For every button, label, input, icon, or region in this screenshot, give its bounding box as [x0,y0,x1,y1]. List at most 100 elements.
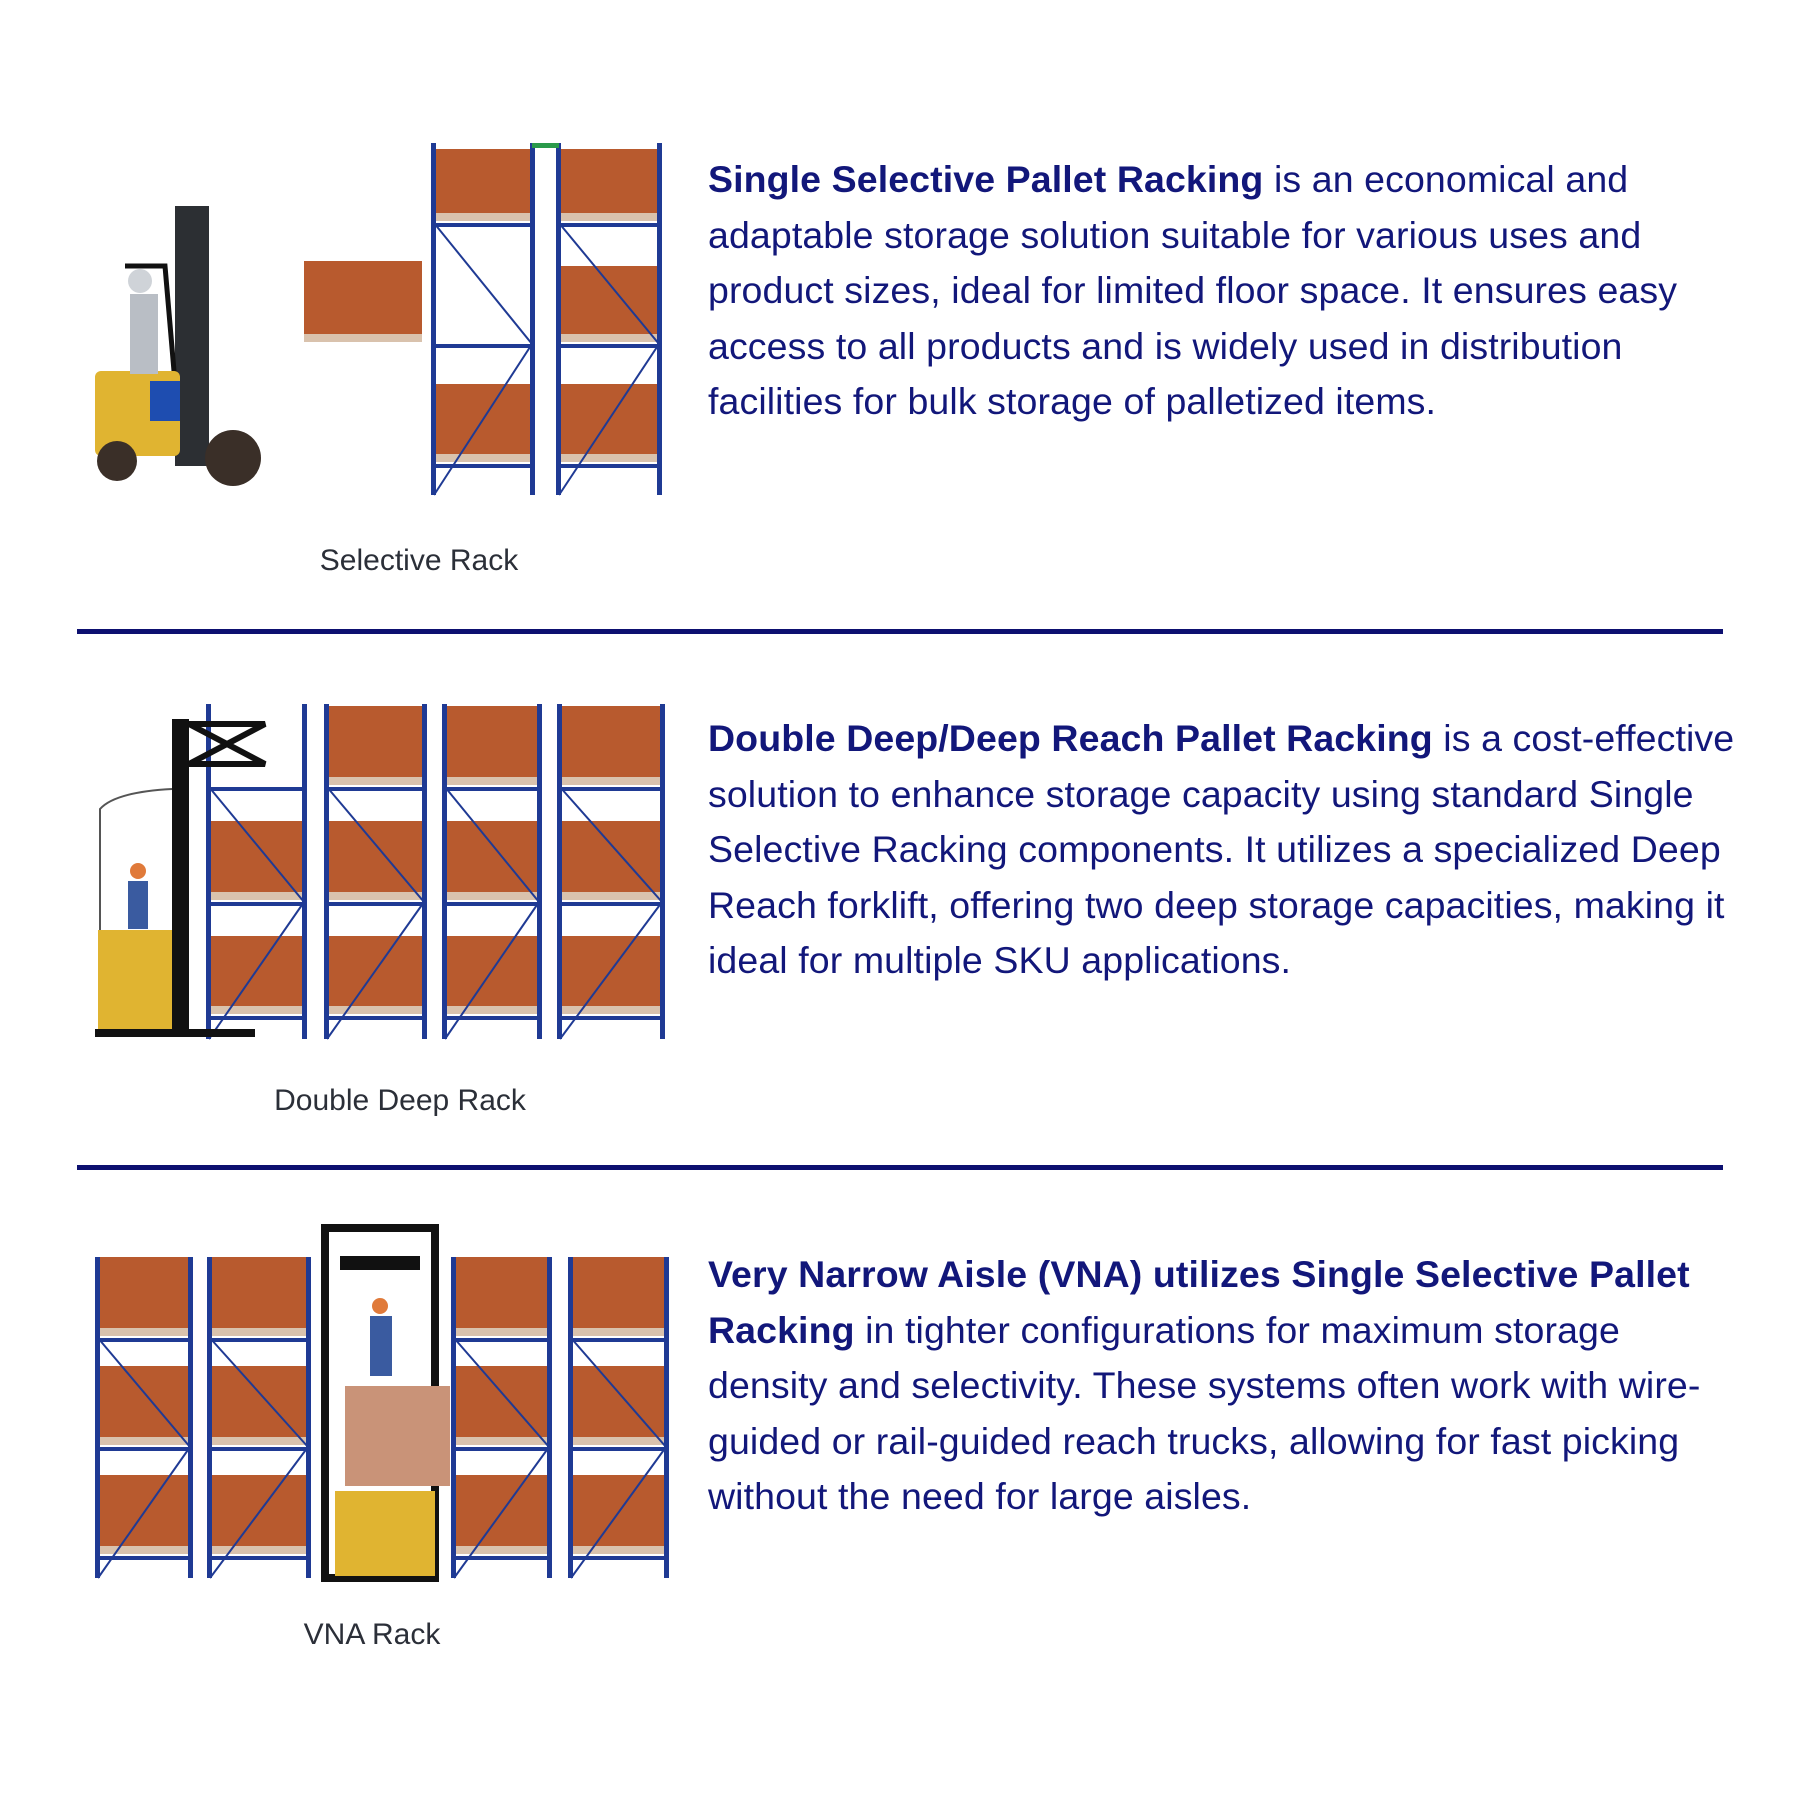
operator-body [128,881,148,929]
upright [324,704,329,1039]
beam [210,1338,308,1342]
pallet [324,892,427,900]
pallet-box [451,1475,552,1546]
double-deep-rack-illustration [95,704,665,1040]
beam [209,1016,304,1020]
brace [444,901,540,1040]
vna-truck-base [335,1491,435,1576]
brace [559,901,663,1040]
upright [302,704,307,1039]
pallet-box [207,1475,311,1546]
driver-body [130,294,158,374]
pallet [556,334,662,342]
beam [559,344,659,348]
beam [445,787,539,791]
pallet [557,892,665,900]
pallet-box [431,149,535,213]
pallet-box [304,261,422,334]
vna-rack-caption: VNA Rack [303,1618,441,1651]
selective-rack-description: Single Selective Pallet Racking is an ec… [708,152,1738,430]
brace [559,786,663,903]
beam [571,1447,666,1451]
beam [571,1556,666,1560]
double-deep-rack-body: is a cost-effective solution to enhance … [708,717,1735,982]
beam [434,223,532,227]
beam [559,223,659,227]
upright [556,143,561,495]
pallet-box [324,821,427,892]
pallet-box [324,706,427,777]
brace [209,1337,309,1448]
brace [209,1446,309,1579]
vna-rack-description: Very Narrow Aisle (VNA) utilizes Single … [708,1247,1738,1525]
beam [209,787,304,791]
pallet [568,1437,669,1445]
pallet [451,1437,552,1445]
operator-head [130,863,146,879]
reach-truck-body [98,930,172,1034]
upright [188,1257,193,1578]
brace [570,1446,667,1579]
pallet [568,1328,669,1336]
pallet [207,1328,311,1336]
upright [568,1257,573,1578]
pallet-box [451,1366,552,1437]
overhead-guard [99,788,173,934]
upright [451,1257,456,1578]
brace [453,1446,550,1579]
pallet [324,777,427,785]
beam [210,1556,308,1560]
beam [210,1447,308,1451]
vna-rack-title: Very Narrow Aisle (VNA) utilizes Single … [708,1253,1690,1351]
pallet [324,1006,427,1014]
vna-rack-body: in tighter configurations for maximum st… [708,1308,1701,1518]
brace [208,901,305,1040]
brace [433,222,533,345]
beam [445,1016,539,1020]
upright [206,704,211,1039]
pallet-box [557,821,665,892]
pallet-box [556,266,662,334]
beam [98,1338,190,1342]
pallet-box [568,1475,669,1546]
upright [431,143,436,495]
reach-truck-base [95,1029,255,1037]
forklift-mast [175,206,209,466]
section-divider [77,1165,1723,1170]
beam [327,787,424,791]
pallet [442,892,542,900]
upright [657,143,662,495]
pallet-box [568,1366,669,1437]
upright [422,704,427,1039]
beam [209,902,304,906]
driver-head [128,269,152,293]
upright [95,1257,100,1578]
forklift-seat [150,381,180,421]
brace [433,343,533,496]
beam [560,902,662,906]
pallet [206,1006,307,1014]
beam [454,1447,549,1451]
beam [327,1016,424,1020]
upright [557,704,562,1039]
beam [434,344,532,348]
pallet [556,213,662,221]
selective-rack-illustration [95,143,662,496]
pallet [442,1006,542,1014]
pallet-box [207,1257,311,1328]
pallet [431,454,535,462]
beam [434,464,532,468]
brace [208,786,305,903]
pallet-box [442,706,542,777]
reach-mechanism [187,721,267,767]
brace [558,343,660,496]
pallet [95,1328,193,1336]
section-divider [77,629,1723,634]
operator-body [370,1316,392,1376]
beam [559,464,659,468]
double-deep-rack-caption: Double Deep Rack [274,1084,526,1117]
pallet [556,454,662,462]
pallet [451,1546,552,1554]
pallet [207,1546,311,1554]
pallet-box [442,821,542,892]
